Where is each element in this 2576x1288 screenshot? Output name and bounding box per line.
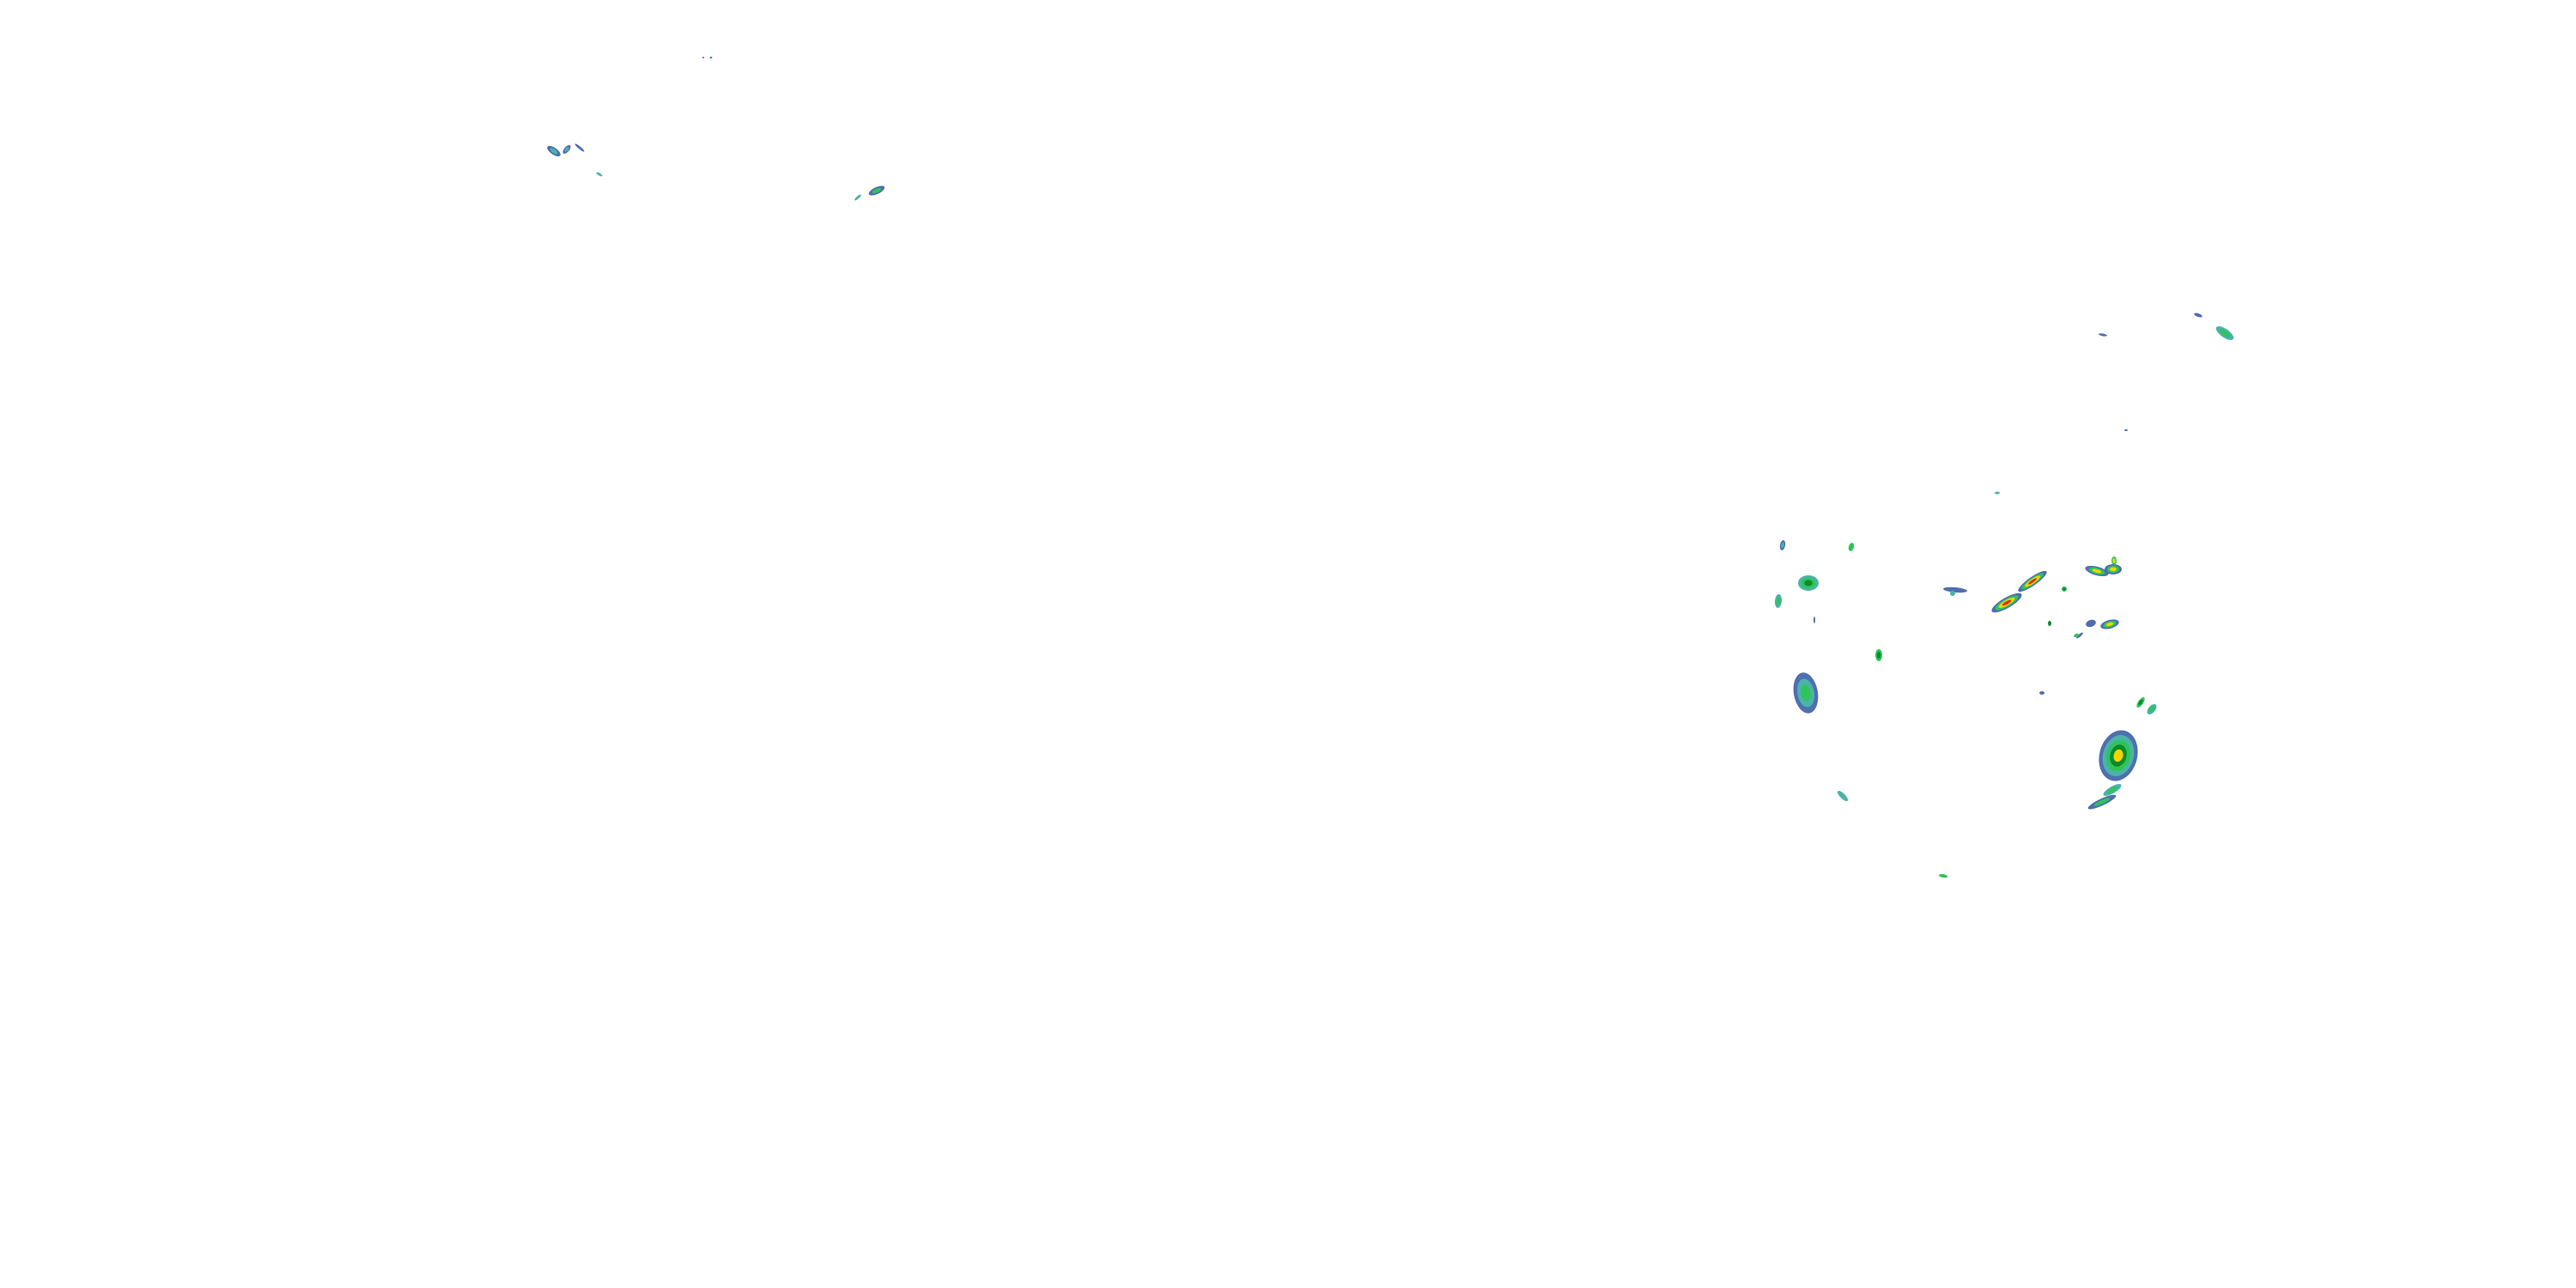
echo-layer-dark_green	[1876, 652, 1881, 659]
echo-layer-red	[2027, 578, 2038, 585]
echo-layer-green	[2093, 798, 2111, 806]
radar-echo	[2099, 730, 2138, 781]
radar-echo	[2074, 633, 2079, 638]
echo-layer-teal	[854, 194, 861, 201]
radar-echo	[2194, 313, 2202, 318]
echo-layer-teal	[1950, 591, 1955, 596]
radar-echo	[2062, 586, 2067, 592]
radar-echo	[1848, 543, 1855, 551]
echo-layer-teal	[550, 148, 558, 155]
radar-echo	[1793, 672, 1819, 714]
echo-layer-yellow	[2110, 567, 2117, 572]
echo-layer-light	[2039, 691, 2044, 695]
radar-echo	[1995, 491, 2000, 495]
echo-layer-teal	[1781, 542, 1784, 549]
radar-echo	[854, 194, 861, 201]
radar-echo	[2048, 621, 2051, 626]
echo-layer-light	[2194, 313, 2202, 318]
echo-layer-red	[2002, 599, 2012, 606]
echo-layer-light	[2124, 429, 2128, 431]
radar-echo	[1875, 649, 1882, 661]
radar-echo	[2086, 619, 2096, 628]
echo-layer-yellow	[2092, 568, 2102, 574]
echo-layer-teal	[1837, 790, 1849, 802]
radar-echo	[2087, 794, 2117, 810]
echo-layer-dark_green	[2138, 699, 2143, 706]
echo-layer-green	[1939, 873, 1947, 878]
radar-echo	[702, 57, 704, 58]
echo-layer-teal	[564, 147, 569, 152]
echo-layer-light	[1814, 617, 1815, 623]
radar-echo	[2018, 570, 2047, 592]
radar-echo	[2099, 333, 2107, 337]
radar-echo	[574, 143, 585, 152]
echo-layer-green	[2148, 706, 2155, 713]
echo-layer-light	[2099, 333, 2107, 337]
echo-layer-green	[872, 187, 882, 194]
radar-echo	[562, 145, 571, 154]
echo-layer-dark_green	[2063, 587, 2066, 591]
radar-echo	[2147, 704, 2157, 714]
echo-layer-yellow	[2105, 622, 2114, 627]
radar-echo	[1814, 617, 1815, 623]
echo-layer-light	[1943, 586, 1967, 593]
radar-echo	[868, 185, 885, 196]
radar-echo	[1798, 575, 1819, 591]
echo-layer-green	[1801, 684, 1811, 702]
radar-echo	[2136, 697, 2145, 708]
echo-layer-green	[1848, 543, 1855, 551]
echo-layer-yellow	[2113, 749, 2123, 762]
echo-layer-dark_green	[2048, 621, 2051, 626]
radar-echo	[2103, 784, 2122, 796]
radar-echo	[596, 172, 603, 177]
echo-layer-light	[574, 143, 585, 152]
echo-layer-teal	[1995, 491, 2000, 495]
echo-layer-green	[1776, 597, 1781, 605]
radar-echo	[2111, 556, 2117, 565]
radar-echo	[2085, 565, 2109, 577]
echo-layer-light	[709, 57, 713, 58]
echo-layer-yellow	[2112, 558, 2116, 563]
radar-echo	[1939, 873, 1947, 878]
radar-echo	[2076, 632, 2083, 639]
radar-echo	[2215, 325, 2234, 341]
echo-layer-green	[2074, 633, 2079, 638]
radar-echo	[2039, 691, 2044, 695]
echo-layer-light	[2076, 632, 2083, 639]
radar-echo	[1779, 540, 1786, 550]
radar-echo	[1943, 586, 1967, 593]
radar-echo	[709, 57, 713, 58]
radar-echo	[1991, 592, 2022, 613]
radar-echo	[2100, 619, 2119, 629]
radar-echo	[1837, 790, 1849, 802]
echo-layer-light	[702, 57, 704, 58]
echo-layer-green	[2107, 787, 2117, 793]
echo-layer-light	[2086, 619, 2096, 628]
radar-echo	[1774, 594, 1783, 608]
radar-echo	[1950, 591, 1955, 596]
radar-echo	[2124, 429, 2128, 431]
echo-layer-dark_green	[1804, 580, 1813, 586]
radar-echo	[547, 145, 561, 157]
echo-layer-teal	[596, 172, 603, 177]
radar-echo	[2105, 564, 2122, 574]
echo-layer-green	[2220, 329, 2230, 337]
